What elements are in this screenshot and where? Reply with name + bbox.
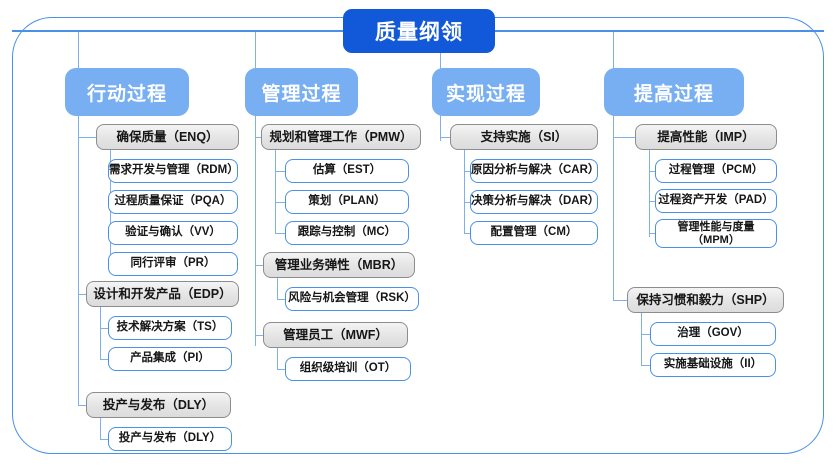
group-box-edp[interactable]: 设计和开发产品（EDP） (86, 281, 239, 307)
leaf-pi[interactable]: 产品集成（PI） (108, 347, 232, 371)
group-box-pmw[interactable]: 规划和管理工作（PMW） (261, 124, 421, 150)
leaf-rsk[interactable]: 风险与机会管理（RSK） (285, 287, 419, 311)
category-header-4[interactable]: 提高过程 (604, 68, 744, 116)
root-node-title: 质量纲领 (343, 9, 495, 53)
trunk-c1 (78, 116, 80, 405)
trunk-c2 (255, 116, 257, 346)
leaf-car[interactable]: 原因分析与解决（CAR） (470, 159, 599, 183)
group-box-dly[interactable]: 投产与发布（DLY） (86, 392, 231, 418)
stub-c4-g1 (613, 137, 635, 139)
leaf-gov[interactable]: 治理（GOV） (650, 322, 776, 346)
leaf-dly[interactable]: 投产与发布（DLY） (108, 427, 232, 451)
trunk-c4 (613, 116, 615, 301)
group-box-shp[interactable]: 保持习惯和毅力（SHP） (627, 287, 784, 313)
trunk-imp (649, 150, 651, 237)
group-box-imp[interactable]: 提高性能（IMP） (635, 124, 777, 150)
leaf-mc[interactable]: 跟踪与控制（MC） (285, 221, 409, 245)
stub-c2-g3 (255, 335, 263, 337)
trunk-dly (100, 418, 102, 440)
leaf-plan[interactable]: 策划（PLAN） (285, 190, 409, 214)
trunk-mbr (277, 278, 279, 300)
leaf-mpm[interactable]: 管理性能与度量 （MPM） (655, 219, 777, 248)
category-header-1[interactable]: 行动过程 (65, 68, 189, 116)
leaf-ts[interactable]: 技术解决方案（TS） (108, 316, 232, 340)
stub-c2-g1 (255, 137, 261, 139)
trunk-c3 (440, 116, 442, 141)
group-box-mwf[interactable]: 管理员工（MWF） (263, 322, 408, 348)
trunk-shp (641, 313, 643, 366)
category-header-2[interactable]: 管理过程 (245, 68, 358, 116)
stub-pmw-3 (275, 233, 293, 235)
leaf-pad[interactable]: 过程资产开发（PAD） (655, 189, 777, 213)
group-box-enq[interactable]: 确保质量（ENQ） (96, 124, 239, 150)
root-spine-right (494, 30, 824, 32)
leaf-est[interactable]: 估算（EST） (285, 159, 409, 183)
leaf-rdm[interactable]: 需求开发与管理（RDM） (108, 159, 239, 183)
trunk-edp (100, 307, 102, 360)
stub-c3-g1 (440, 137, 450, 139)
group-box-si[interactable]: 支持实施（SI） (450, 124, 598, 150)
leaf-ii[interactable]: 实施基础设施（II） (650, 353, 776, 377)
stub-pmw-1 (275, 171, 293, 173)
group-box-mbr[interactable]: 管理业务弹性（MBR） (263, 252, 415, 278)
stub-pmw-2 (275, 202, 293, 204)
leaf-dar[interactable]: 决策分析与解决（DAR） (470, 190, 599, 214)
leaf-vv[interactable]: 验证与确认（VV） (108, 221, 238, 245)
stub-shp-2 (641, 365, 655, 367)
stub-c1-g2 (78, 294, 86, 296)
trunk-mwf (277, 348, 279, 370)
leaf-pcm[interactable]: 过程管理（PCM） (655, 159, 777, 183)
trunk-pmw (275, 150, 277, 234)
stub-c1-g3 (78, 405, 86, 407)
stub-c1-g1 (78, 137, 96, 139)
trunk-si (464, 150, 466, 234)
category-header-3[interactable]: 实现过程 (432, 68, 540, 116)
leaf-pr[interactable]: 同行评审（PR） (108, 252, 238, 276)
leaf-pqa[interactable]: 过程质量保证（PQA） (108, 190, 238, 214)
leaf-cm[interactable]: 配置管理（CM） (470, 221, 598, 245)
stub-c4-g2 (613, 300, 627, 302)
root-spine-left (12, 30, 344, 32)
stub-c2-g2 (255, 265, 263, 267)
stub-shp-1 (641, 334, 655, 336)
leaf-ot[interactable]: 组织级培训（OT） (285, 357, 411, 381)
